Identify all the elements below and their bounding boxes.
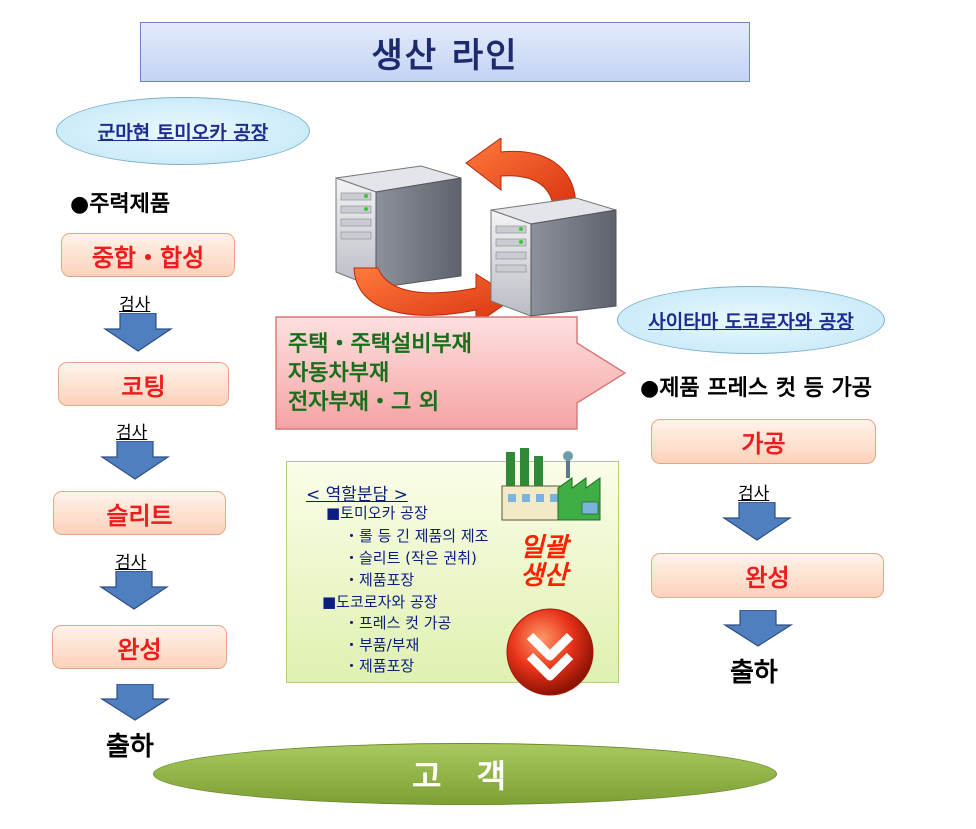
products-arrow-shape	[275, 316, 627, 430]
right-step-processing: 가공	[651, 419, 876, 464]
title-bar: 생산 라인	[140, 22, 750, 82]
left-inspection-label-3: 검사	[115, 553, 147, 573]
page-title: 생산 라인	[371, 35, 519, 76]
double-chevron-down-icon	[506, 608, 594, 696]
roles-line: ・롤 등 긴 제품의 제조	[344, 527, 489, 545]
roles-line: ・부품/부재	[344, 636, 420, 654]
left-shipment-label: 출하	[106, 732, 154, 762]
left-inspection-label-1: 검사	[119, 295, 151, 315]
roles-line: ・제품포장	[344, 657, 415, 675]
product-item: 주택・주택설비부재	[288, 332, 472, 357]
left-step-coating: 코팅	[58, 362, 229, 406]
step-label: 가공	[741, 430, 786, 458]
right-factory-name: 사이타마 도코로자와 공장	[648, 310, 854, 333]
cycle-arrows-icon	[465, 138, 577, 211]
roles-line: ・제품포장	[344, 571, 415, 589]
step-label: 중합・합성	[91, 243, 205, 272]
down-arrow-icon	[722, 502, 792, 541]
left-factory-ellipse: 군마현 토미오카 공장	[56, 97, 310, 165]
products-list: 주택・주택설비부재 자동차부재 전자부재・그 외	[288, 330, 472, 417]
roles-line: ・슬리트 (작은 권취)	[344, 549, 477, 567]
right-factory-ellipse: 사이타마 도코로자와 공장	[617, 286, 885, 354]
step-label: 코팅	[121, 372, 166, 401]
step-label: 완성	[117, 635, 162, 664]
down-arrow-icon	[103, 313, 173, 352]
factory-icon	[501, 448, 601, 521]
roles-line: ■도코로자와 공장	[322, 593, 438, 611]
left-step-completion: 완성	[52, 625, 227, 669]
product-item: 자동차부재	[288, 361, 390, 386]
down-arrow-icon	[100, 684, 170, 721]
left-step-slitting: 슬리트	[53, 491, 226, 535]
batch-line: 일괄	[520, 533, 568, 563]
roles-line: ■토미오카 공장	[326, 504, 428, 522]
right-inspection-label: 검사	[738, 484, 770, 504]
down-arrow-icon	[723, 610, 793, 647]
down-arrow-icon	[99, 571, 169, 610]
product-item: 전자부재・그 외	[288, 390, 440, 415]
left-inspection-label-2: 검사	[116, 423, 148, 443]
right-step-completion: 완성	[651, 553, 884, 598]
batch-production-label: 일괄 생산	[520, 534, 568, 590]
left-main-products-label: ●주력제품	[70, 192, 171, 217]
step-label: 완성	[745, 564, 790, 592]
right-process-label: ●제품 프레스 컷 등 가공	[640, 376, 872, 401]
roles-title: < 역할분담 >	[306, 485, 408, 505]
right-shipment-label: 출하	[730, 658, 778, 688]
roles-line: ・프레스 컷 가공	[344, 614, 452, 632]
step-label: 슬리트	[106, 501, 173, 530]
customer-label: 고 객	[411, 757, 519, 795]
server-pair-icon	[335, 138, 617, 325]
left-step-polymerization: 중합・합성	[61, 233, 235, 277]
batch-line: 생산	[520, 561, 568, 591]
down-arrow-icon	[100, 441, 170, 480]
left-factory-name: 군마현 토미오카 공장	[97, 121, 269, 144]
customer-ellipse: 고 객	[153, 743, 777, 805]
